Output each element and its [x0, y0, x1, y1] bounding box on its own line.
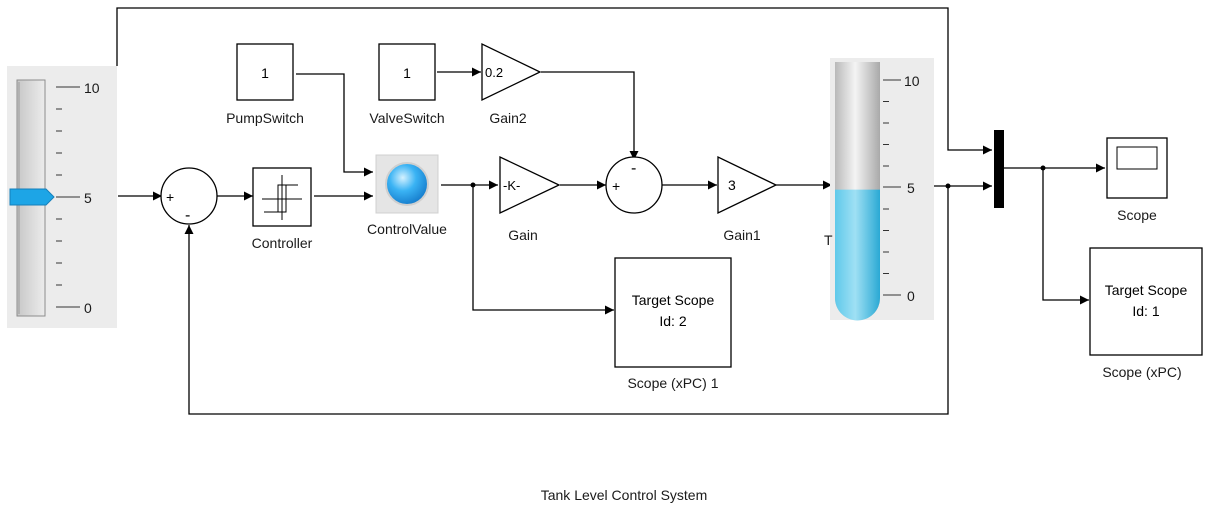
gain-block[interactable]: -K- Gain: [499, 155, 561, 243]
scope-screen-icon: [1116, 146, 1158, 170]
signal-pump-to-control-value: [296, 73, 373, 177]
signal-control-to-scope2: [472, 185, 614, 315]
sum1-minus-sign: -: [185, 207, 190, 224]
signal-setpoint-to-mux: [116, 7, 992, 155]
sum2-minus-sign: -: [631, 160, 636, 177]
gain2-value: 0.2: [485, 65, 503, 80]
branch-point: [1040, 165, 1046, 171]
sum-block-1[interactable]: + -: [160, 167, 218, 225]
tank-fluid: [835, 189, 880, 321]
control-value-lamp[interactable]: ControlValue: [367, 154, 447, 237]
gain1-label: Gain1: [723, 227, 761, 243]
slider-tick-0: 0: [84, 300, 92, 316]
signal-gain2-to-sum2: [541, 71, 639, 160]
gain1-block[interactable]: 3 Gain1: [717, 155, 778, 243]
controller-label: Controller: [252, 235, 313, 251]
tank-label: T: [824, 232, 833, 248]
scope-block[interactable]: Scope: [1106, 137, 1168, 223]
branch-point: [945, 183, 951, 189]
signal-lines: [116, 7, 1105, 415]
gain1-value: 3: [728, 177, 736, 193]
slider-tick-10: 10: [84, 80, 100, 96]
target-scope-1-id: Id: 1: [1132, 303, 1159, 319]
branch-point: [470, 182, 476, 188]
gain2-label: Gain2: [489, 110, 527, 126]
pump-switch-value: 1: [261, 65, 269, 81]
valve-switch-value: 1: [403, 65, 411, 81]
mux-block[interactable]: [994, 130, 1004, 208]
tank-tick-5: 5: [907, 180, 915, 196]
signal-mux-to-scope1: [1042, 168, 1089, 305]
tank-tick-0: 0: [907, 288, 915, 304]
tank-gauge[interactable]: 10 5 0 T: [824, 58, 934, 321]
pump-switch-block[interactable]: 1 PumpSwitch: [226, 43, 304, 126]
slider-knob[interactable]: 10 5 0: [7, 66, 117, 328]
tank-tick-10: 10: [904, 73, 920, 89]
sum-block-2[interactable]: + -: [605, 156, 663, 214]
target-scope-2-id: Id: 2: [659, 313, 686, 329]
diagram-title: Tank Level Control System: [541, 487, 708, 503]
target-scope-1-label: Scope (xPC): [1102, 364, 1181, 380]
gain-label: Gain: [508, 227, 538, 243]
valve-switch-block[interactable]: 1 ValveSwitch: [369, 43, 445, 126]
gain-value: -K-: [503, 178, 520, 193]
slider-tick-5: 5: [84, 190, 92, 206]
controller-block[interactable]: Controller: [252, 167, 313, 251]
target-scope-1-block[interactable]: Target Scope Id: 1 Scope (xPC): [1089, 247, 1203, 380]
lamp-bulb: [385, 162, 429, 206]
pump-switch-label: PumpSwitch: [226, 110, 304, 126]
signal-feedback: [184, 186, 949, 415]
sum2-plus-sign: +: [612, 178, 620, 194]
target-scope-2-block[interactable]: Target Scope Id: 2 Scope (xPC) 1: [614, 257, 732, 391]
scope-label: Scope: [1117, 207, 1157, 223]
gain2-block[interactable]: 0.2 Gain2: [481, 42, 542, 126]
sum1-plus-sign: +: [166, 189, 174, 205]
control-value-label: ControlValue: [367, 221, 447, 237]
slider-thumb[interactable]: [9, 188, 55, 206]
target-scope-2-title: Target Scope: [632, 292, 715, 308]
target-scope-2-label: Scope (xPC) 1: [627, 375, 718, 391]
target-scope-1-title: Target Scope: [1105, 282, 1188, 298]
valve-switch-label: ValveSwitch: [369, 110, 444, 126]
